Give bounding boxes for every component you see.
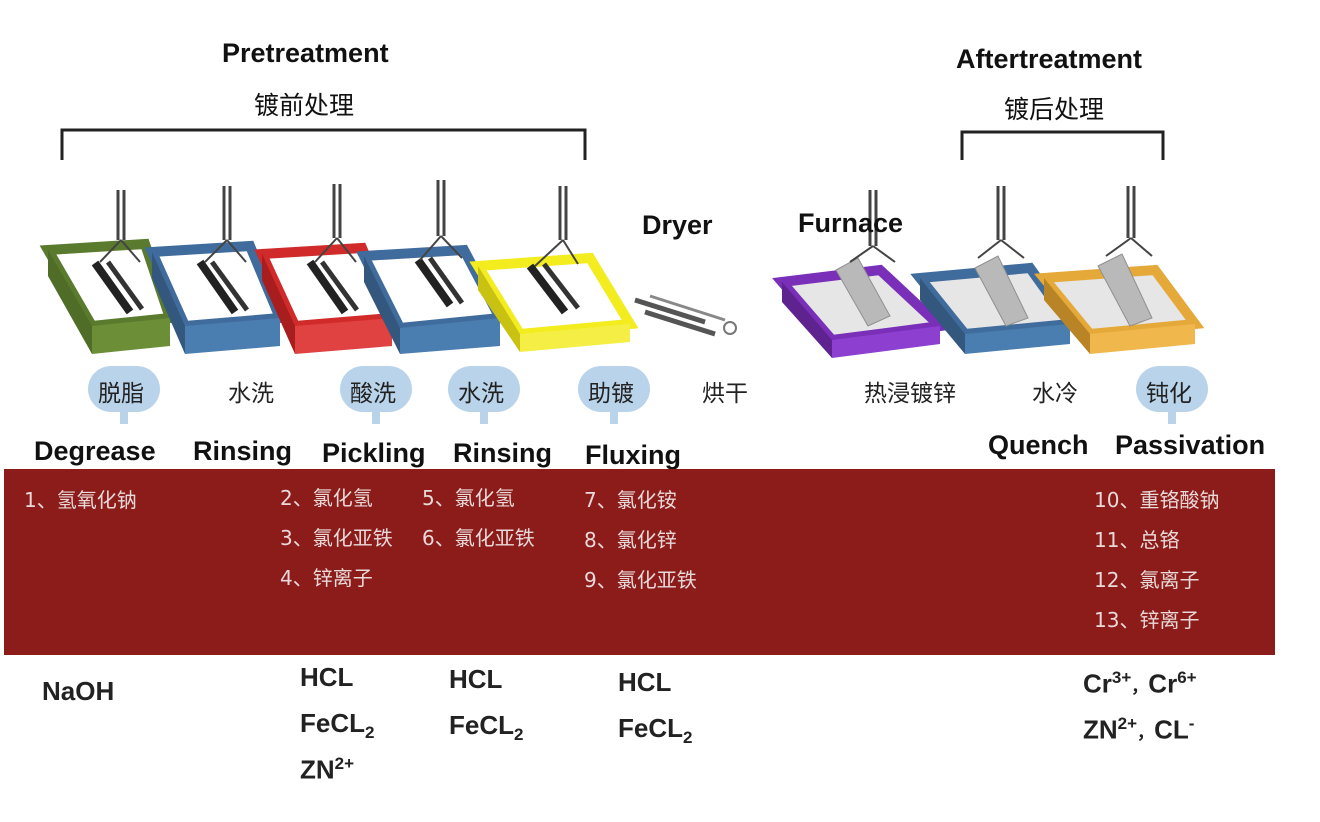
tank-pickling <box>254 184 400 354</box>
step-en-quench: Quench <box>988 430 1089 460</box>
step-en-rinsing-1: Rinsing <box>193 436 292 466</box>
tank-galvanizing <box>772 190 952 358</box>
chem-9: 9、氯化亚铁 <box>584 568 697 592</box>
chem-13: 13、锌离子 <box>1094 608 1200 632</box>
formula-zn-cl: ZN2+，CL- <box>1083 714 1195 745</box>
step-cn-4: 水洗 <box>458 381 504 407</box>
chem-2: 2、氯化氢 <box>280 486 373 510</box>
chem-11: 11、总铬 <box>1094 528 1180 552</box>
formula-naoh: NaOH <box>42 676 115 706</box>
pretreatment-bracket <box>60 128 587 160</box>
bubble-tail-3 <box>372 410 380 424</box>
tank-fluxing <box>469 186 639 352</box>
pretreatment-title-cn: 镀前处理 <box>254 91 355 120</box>
step-cn-1: 脱脂 <box>98 381 144 407</box>
step-bubble-4 <box>448 366 520 412</box>
process-illustration <box>39 128 1205 358</box>
chem-5: 5、氯化氢 <box>422 486 515 510</box>
step-bubble-5 <box>578 366 650 412</box>
step-bubble-9 <box>1136 366 1208 412</box>
chem-3: 3、氯化亚铁 <box>280 526 393 550</box>
step-en-passivation: Passivation <box>1115 430 1266 460</box>
step-en-fluxing: Fluxing <box>585 440 681 470</box>
step-bubble-1 <box>88 366 160 412</box>
formula-hcl-3: HCL <box>618 667 672 697</box>
bubble-tail-5 <box>610 410 618 424</box>
step-cn-5: 助镀 <box>588 381 634 407</box>
chem-6: 6、氯化亚铁 <box>422 526 535 550</box>
chem-8: 8、氯化锌 <box>584 528 677 552</box>
formula-fecl2-1: FeCL2 <box>300 708 375 743</box>
bubble-tail-9 <box>1168 410 1176 424</box>
step-cn-3: 酸洗 <box>350 381 396 407</box>
bubble-tail-4 <box>480 410 488 424</box>
pretreatment-title-en: Pretreatment <box>222 38 389 68</box>
formula-fecl2-2: FeCL2 <box>449 710 524 745</box>
tank-degrease <box>39 190 177 354</box>
formula-hcl-1: HCL <box>300 662 354 692</box>
step-bubble-3 <box>340 366 412 412</box>
tank-passivation <box>1034 186 1205 354</box>
tank-rinsing-1 <box>144 186 288 354</box>
formula-hcl-2: HCL <box>449 664 503 694</box>
chem-12: 12、氯离子 <box>1094 568 1200 592</box>
step-cn-9: 钝化 <box>1146 381 1192 407</box>
aftertreatment-bracket <box>960 130 1165 160</box>
dryer-label: Dryer <box>642 210 713 240</box>
formula-fecl2-3: FeCL2 <box>618 713 693 748</box>
chem-1: 1、氢氧化钠 <box>24 488 137 512</box>
step-en-pickling: Pickling <box>322 438 426 468</box>
chem-4: 4、锌离子 <box>280 566 373 590</box>
bubble-tail-1 <box>120 410 128 424</box>
formula-zn2-1: ZN2+ <box>300 754 355 785</box>
chem-7: 7、氯化铵 <box>584 488 677 512</box>
formula-chromium: Cr3+，Cr6+ <box>1083 668 1197 699</box>
step-en-rinsing-2: Rinsing <box>453 438 552 468</box>
chem-10: 10、重铬酸钠 <box>1094 488 1220 512</box>
step-cn-8: 水冷 <box>1032 381 1078 407</box>
aftertreatment-title-cn: 镀后处理 <box>1004 95 1105 124</box>
dryer-parts <box>634 294 737 337</box>
step-en-degrease: Degrease <box>34 436 156 466</box>
chemical-band <box>4 469 1275 655</box>
tank-rinsing-2 <box>356 180 508 354</box>
furnace-label: Furnace <box>798 208 904 238</box>
step-cn-6: 烘干 <box>702 381 748 407</box>
step-cn-7: 热浸镀锌 <box>864 381 956 407</box>
step-cn-2: 水洗 <box>228 381 274 407</box>
aftertreatment-title-en: Aftertreatment <box>956 44 1143 74</box>
